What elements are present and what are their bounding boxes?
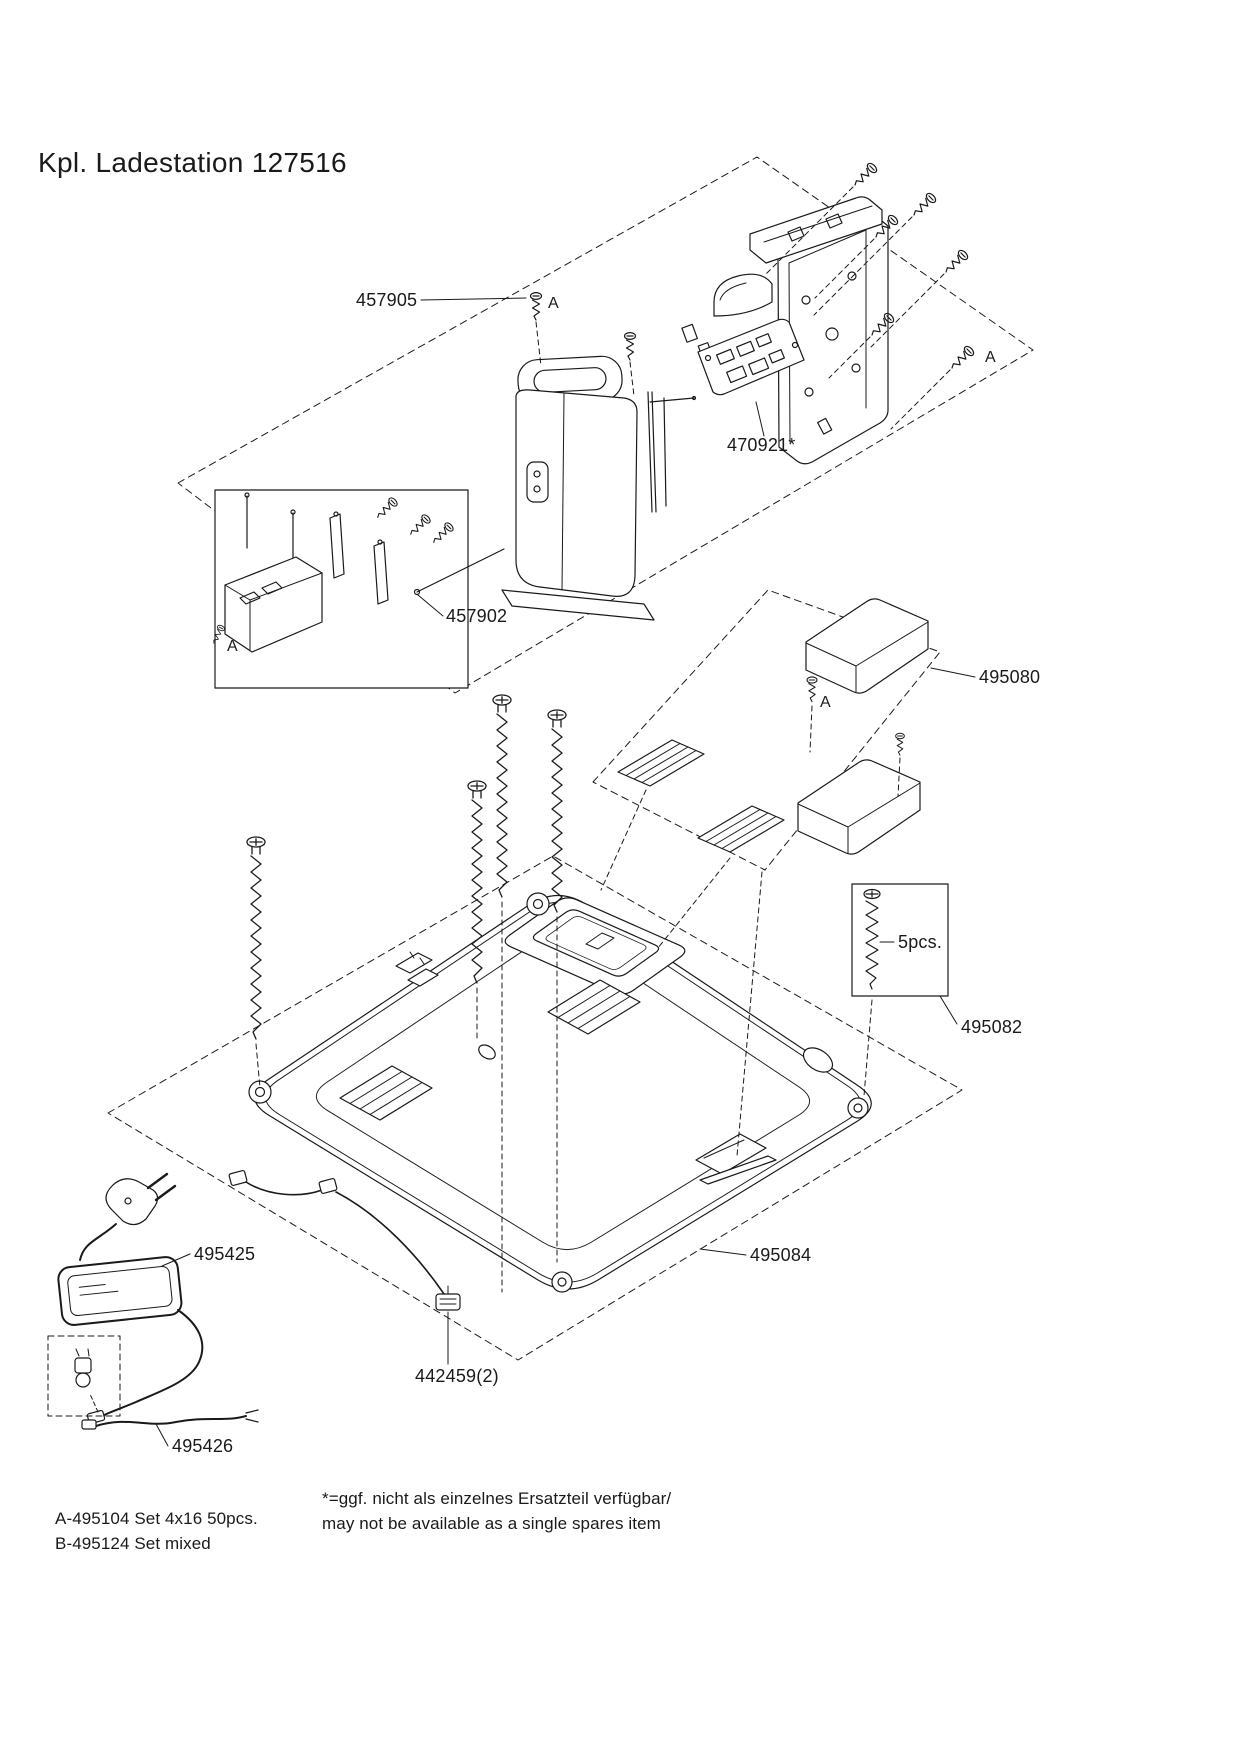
cable-run — [228, 1169, 461, 1311]
label-457905: 457905 — [356, 290, 527, 310]
mounting-screws-long — [246, 694, 567, 1293]
marker-a-right: A — [985, 349, 996, 366]
part-number-495426: 495426 — [172, 1436, 233, 1456]
marker-a-cover: A — [820, 694, 831, 711]
part-number-495080: 495080 — [979, 667, 1040, 687]
marker-a-box: A — [227, 638, 238, 655]
part-number-457902: 457902 — [446, 606, 507, 626]
part-number-457905: 457905 — [356, 290, 417, 310]
mounting-plate-assembly — [681, 196, 889, 465]
label-457902: 457902 — [417, 594, 507, 626]
tower-screws — [529, 292, 637, 397]
power-supply — [47, 1172, 259, 1430]
footnote-star-en: may not be available as a single spares … — [322, 1514, 661, 1533]
part-number-470921: 470921* — [727, 435, 795, 455]
label-5pcs: 5pcs. — [879, 932, 942, 952]
charging-tower — [501, 355, 697, 621]
page-title: Kpl. Ladestation 127516 — [38, 147, 347, 178]
footnote-set-a: A-495104 Set 4x16 50pcs. — [55, 1509, 258, 1528]
part-number-442459: 442459(2) — [415, 1366, 499, 1386]
part-number-495082: 495082 — [961, 1017, 1022, 1037]
contact-parts-box — [209, 489, 505, 689]
part-number-495084: 495084 — [750, 1245, 811, 1265]
footnote-set-b: B-495124 Set mixed — [55, 1534, 211, 1553]
label-495080: 495080 — [930, 667, 1040, 687]
footnotes: A-495104 Set 4x16 50pcs. B-495124 Set mi… — [55, 1489, 671, 1553]
labels: 457905 470921* 457902 495080 5pcs. 49508… — [155, 290, 1040, 1456]
base-plate-assembly — [107, 855, 963, 1361]
label-495426: 495426 — [155, 1423, 233, 1456]
circuit-board — [697, 318, 805, 396]
footnote-star-de: *=ggf. nicht als einzelnes Ersatzteil ve… — [322, 1489, 671, 1508]
marker-a-top: A — [548, 295, 559, 312]
cover-assembly — [592, 589, 941, 871]
label-495084: 495084 — [699, 1245, 811, 1265]
quantity-5pcs: 5pcs. — [898, 932, 942, 952]
label-442459: 442459(2) — [415, 1311, 499, 1386]
label-495082: 495082 — [939, 995, 1022, 1037]
part-number-495425: 495425 — [194, 1244, 255, 1264]
label-470921: 470921* — [727, 401, 795, 455]
assembly-links — [600, 789, 873, 1157]
label-495425: 495425 — [161, 1244, 255, 1267]
screw-pack-box — [851, 883, 949, 997]
